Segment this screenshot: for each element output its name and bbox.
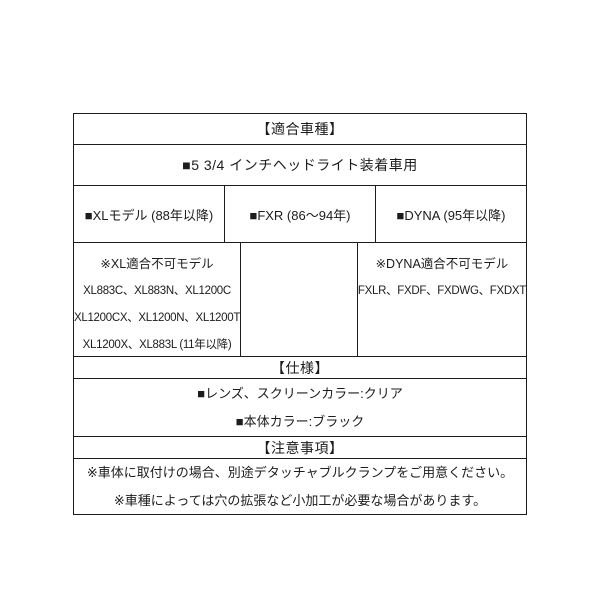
xl-exclusion-models-1: XL883C、XL883N、XL1200C [83,285,231,297]
xl-exclusion-models-2: XL1200CX、XL1200N、XL1200T [74,312,241,324]
specifications-title: 【仕様】 [271,359,329,376]
cell-xl-header: ■XLモデル (88年以降) [74,186,224,242]
cell-xl-exclusions: ※XL適合不可モデル XL883C、XL883N、XL1200C XL1200C… [74,243,240,356]
model-detail-row: ※XL適合不可モデル XL883C、XL883N、XL1200C XL1200C… [74,242,526,356]
dyna-model-header: ■DYNA (95年以降) [396,207,506,223]
cell-dyna-header: ■DYNA (95年以降) [375,186,526,242]
notes-title: 【注意事項】 [256,439,344,456]
dyna-exclusion-models: FXLR、FXDF、FXDWG、FXDXT [357,285,526,297]
section-header-compatible-vehicles: 【適合車種】 [74,114,526,144]
model-header-row: ■XLモデル (88年以降) ■FXR (86〜94年) ■DYNA (95年以… [74,185,526,242]
note-modification: ※車種によっては穴の拡張など小加工が必要な場合があります。 [113,492,487,508]
cell-dyna-exclusions: ※DYNA適合不可モデル FXLR、FXDF、FXDWG、FXDXT [356,243,526,356]
cell-fxr-header: ■FXR (86〜94年) [224,186,375,242]
section-header-specifications: 【仕様】 [74,356,526,378]
note-clamp: ※車体に取付けの場合、別途デタッチャブルクランプをご用意ください。 [86,464,514,480]
headlight-size-row: ■5 3/4 インチヘッドライト装着車用 [74,144,526,185]
product-spec-table: 【適合車種】 ■5 3/4 インチヘッドライト装着車用 ■XLモデル (88年以… [73,113,527,515]
xl-model-header: ■XLモデル (88年以降) [84,207,214,223]
cell-fxr-exclusions-empty [240,243,357,356]
notes-lines: ※車体に取付けの場合、別途デタッチャブルクランプをご用意ください。 ※車種によっ… [87,459,513,515]
xl-exclusion-title: ※XL適合不可モデル [100,257,214,271]
fxr-model-header: ■FXR (86〜94年) [249,207,351,223]
xl-exclusion-models-3: XL1200X、XL883L (11年以降) [82,339,232,351]
specifications-lines: ■レンズ、スクリーンカラー:クリア ■本体カラー:ブラック [197,380,403,436]
notes-row: ※車体に取付けの場合、別途デタッチャブルクランプをご用意ください。 ※車種によっ… [74,458,526,514]
spec-body-color: ■本体カラー:ブラック [235,413,365,429]
specifications-row: ■レンズ、スクリーンカラー:クリア ■本体カラー:ブラック [74,378,526,436]
spec-lens-color: ■レンズ、スクリーンカラー:クリア [197,385,403,401]
headlight-size-text: ■5 3/4 インチヘッドライト装着車用 [182,157,418,173]
section-header-notes: 【注意事項】 [74,436,526,458]
dyna-exclusion-title: ※DYNA適合不可モデル [375,257,509,271]
compatible-vehicles-title: 【適合車種】 [256,121,344,137]
